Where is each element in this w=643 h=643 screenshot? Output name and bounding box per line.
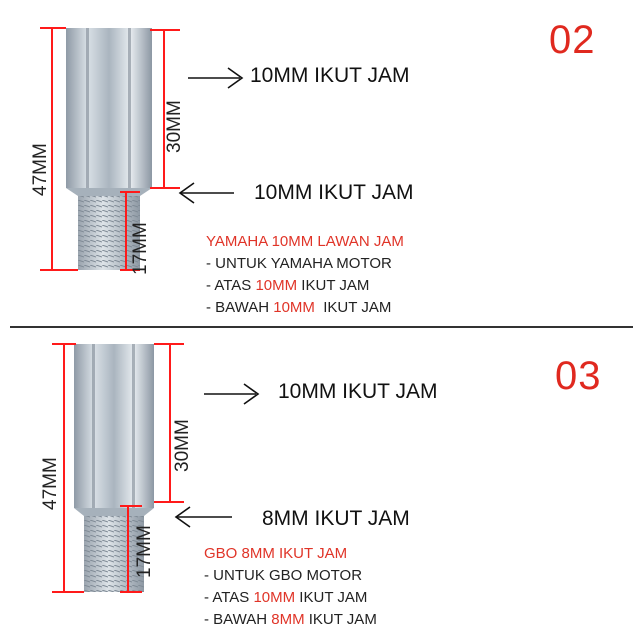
threaded-shank [78, 196, 140, 270]
arrow-top-label: 10MM IKUT JAM [250, 64, 410, 87]
threaded-shank [84, 516, 144, 592]
spec-line-bottom: - BAWAH 8MM IKUT JAM [204, 611, 377, 628]
arrow-bottom-label: 8MM IKUT JAM [262, 507, 410, 530]
panel-number: 03 [555, 354, 602, 398]
dimension-lines [52, 343, 184, 593]
bolt-diagram-03 [52, 343, 260, 593]
arrow-top-label: 10MM IKUT JAM [278, 380, 438, 403]
panel-03: 03 47MM 30MM 17MM 10MM IKUT JAM 8MM IKUT… [0, 330, 643, 643]
dim-total-label: 47MM [30, 143, 51, 196]
spec-line-bottom: - BAWAH 10MM IKUT JAM [206, 299, 392, 316]
hex-nut-body [74, 344, 154, 516]
spec-heading: GBO 8MM IKUT JAM [204, 545, 348, 562]
dim-top-label: 30MM [172, 419, 193, 472]
arrow-bottom-label: 10MM IKUT JAM [254, 181, 414, 204]
spec-line-top: - ATAS 10MM IKUT JAM [204, 589, 368, 606]
section-divider [10, 326, 633, 328]
arrows [178, 67, 244, 204]
spec-list: GBO 8MM IKUT JAM - UNTUK GBO MOTOR - ATA… [204, 543, 377, 631]
spec-list: YAMAHA 10MM LAWAN JAM - UNTUK YAMAHA MOT… [206, 231, 404, 319]
bolt-diagram-02 [40, 27, 244, 271]
dimension-lines [40, 27, 180, 271]
dim-bottom-label: 17MM [130, 222, 151, 275]
spec-line-usage: - UNTUK YAMAHA MOTOR [206, 255, 392, 272]
spec-heading: YAMAHA 10MM LAWAN JAM [206, 233, 404, 250]
spec-line-usage: - UNTUK GBO MOTOR [204, 567, 363, 584]
spec-line-top: - ATAS 10MM IKUT JAM [206, 277, 370, 294]
dim-top-label: 30MM [164, 100, 185, 153]
hex-nut-body [66, 28, 152, 196]
arrows [174, 383, 260, 528]
dim-bottom-label: 17MM [134, 525, 155, 578]
panel-number: 02 [549, 18, 596, 62]
panel-02: 02 47MM 30MM 17MM 10MM IKUT JAM 10MM IKU… [30, 18, 596, 319]
dim-total-label: 47MM [40, 457, 61, 510]
